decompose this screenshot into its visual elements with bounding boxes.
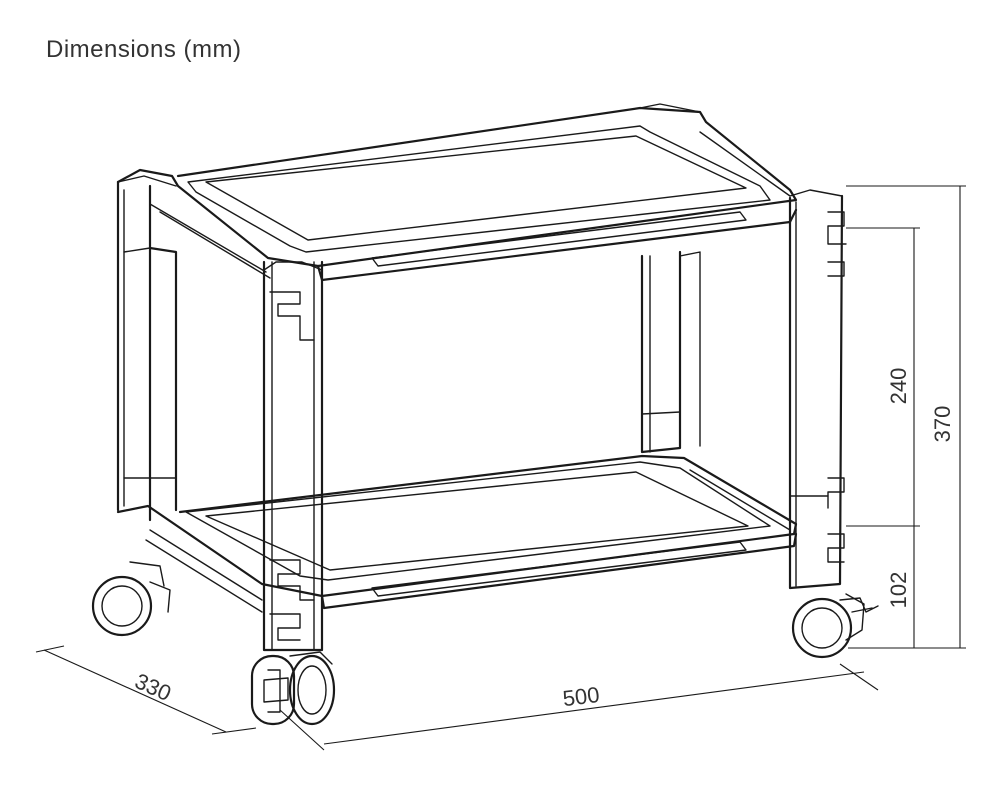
diagram-title: Dimensions (mm)	[46, 36, 242, 63]
dim-width	[279, 663, 879, 751]
dim-depth	[35, 645, 257, 735]
dim-depth-label: 330	[131, 668, 175, 706]
leg-front-right	[788, 189, 847, 590]
dim-shelf-gap-label: 240	[886, 368, 911, 405]
caster-back-left	[91, 561, 171, 637]
leg-back-right	[639, 103, 701, 454]
dim-total-height-label: 370	[930, 406, 955, 443]
leg-back-left	[116, 175, 178, 522]
caster-front-right	[791, 593, 879, 659]
leg-front-left	[262, 260, 324, 652]
caster-front-left	[250, 651, 336, 726]
bottom-shelf	[116, 454, 798, 613]
dim-width-label: 500	[561, 682, 600, 711]
dim-total-height	[846, 185, 966, 649]
dim-bottom-clearance-label: 102	[886, 572, 911, 609]
dim-shelf-gap	[846, 227, 920, 648]
top-shelf	[116, 106, 798, 282]
